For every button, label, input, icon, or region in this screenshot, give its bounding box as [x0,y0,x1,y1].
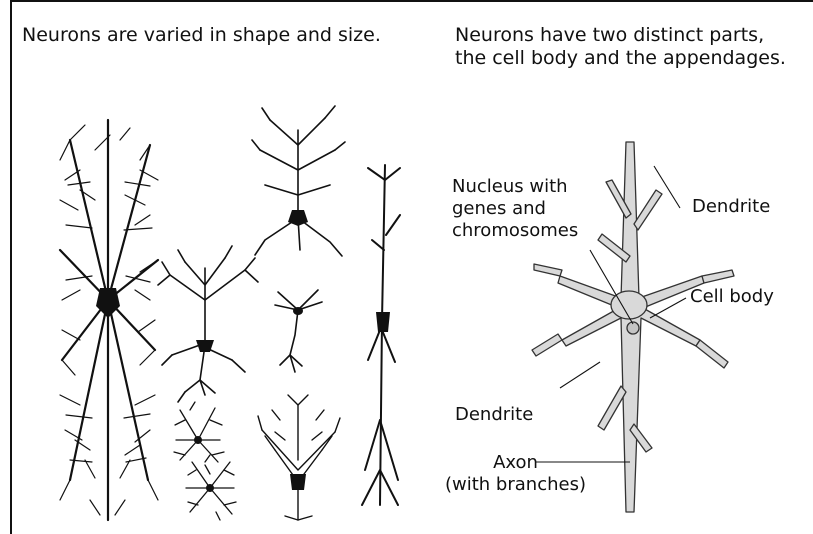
pointer-dendrite-bottom [560,362,600,388]
neuron-dense-elongated [56,120,160,520]
label-nucleus: Nucleus with genes and chromosomes [452,176,578,242]
neuron-long-bipolar [362,165,400,505]
label-nucleus-line-3: chromosomes [452,220,578,242]
label-dendrite-bottom: Dendrite [455,404,533,426]
label-nucleus-line-1: Nucleus with [452,176,578,198]
neuron-small-dense-lower [186,455,236,520]
label-axon-line-2: (with branches) [445,474,586,496]
label-dendrite-top: Dendrite [692,196,770,218]
neuron-pyramidal-upper [252,106,345,256]
label-axon-line-1: Axon [445,452,586,474]
label-nucleus-line-2: genes and [452,198,578,220]
label-cell-body: Cell body [690,286,774,308]
label-axon: Axon (with branches) [445,452,586,496]
neuron-branched-medium [158,246,258,402]
neuron-small-dense-upper [174,402,224,474]
neuron-spindle-small [275,290,322,372]
neuron-purkinje [258,395,340,520]
pointer-dendrite-top [654,166,680,208]
